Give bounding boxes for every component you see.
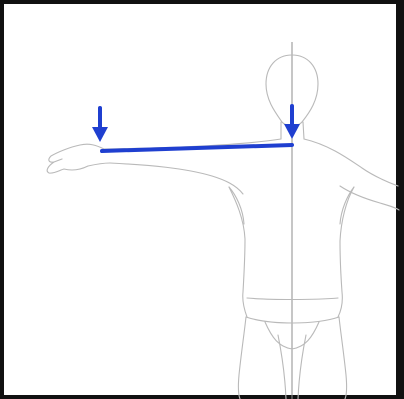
- right-torso-outline: [338, 187, 354, 317]
- left-arm-lower-outline: [110, 163, 243, 194]
- right-leg-outline: [339, 317, 347, 399]
- left-leg-outline: [238, 317, 246, 399]
- inner-left-leg-outline: [278, 335, 286, 399]
- neck-down-arrow-icon: [284, 106, 300, 139]
- inner-right-leg-outline: [298, 335, 306, 399]
- left-torso-outline: [229, 187, 247, 317]
- right-shoulder-outline: [304, 139, 398, 186]
- wrist-down-arrow-icon: [92, 108, 108, 142]
- left-hand-outline: [47, 162, 110, 173]
